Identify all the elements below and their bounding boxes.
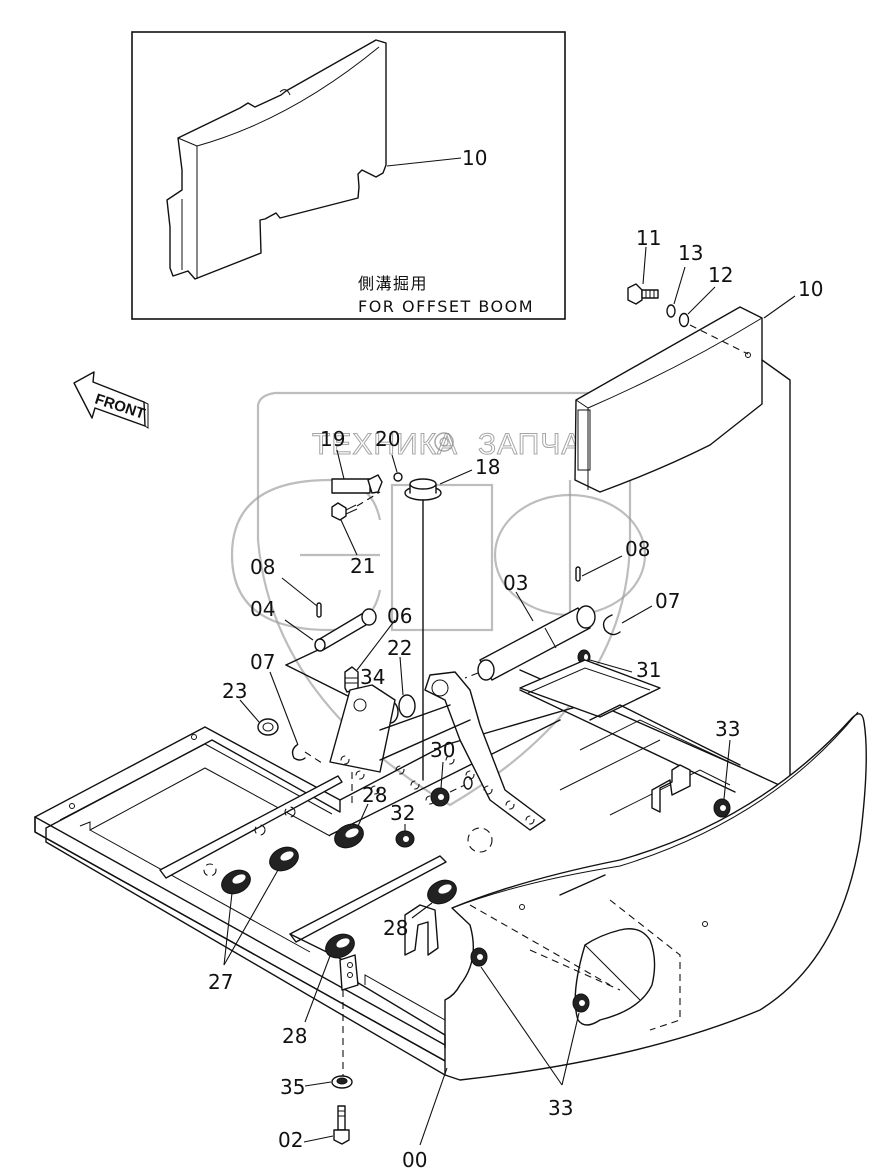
mount-27-b (269, 846, 299, 872)
callout-08-left: 08 (250, 555, 275, 579)
pin-03: 03 (464, 571, 596, 681)
nut-33-rear (572, 993, 590, 1013)
nut-32: 32 (390, 801, 415, 848)
callout-20: 20 (375, 427, 400, 451)
plate-19: 19 (320, 427, 383, 494)
callout-00: 00 (402, 1148, 427, 1172)
callout-10: 10 (798, 277, 823, 301)
callout-02: 02 (278, 1128, 303, 1152)
nut-33-left (470, 947, 488, 967)
callout-35: 35 (280, 1075, 305, 1099)
pin-04: 04 (250, 597, 377, 708)
callout-07-left: 07 (250, 650, 275, 674)
callout-28-c: 28 (282, 1024, 307, 1048)
callout-11: 11 (636, 226, 661, 250)
callout-04: 04 (250, 597, 275, 621)
nut-33-right: 33 (713, 717, 740, 818)
callout-06: 06 (387, 604, 412, 628)
plug-06: 06 (356, 604, 412, 671)
callout-32: 32 (390, 801, 415, 825)
callout-03: 03 (503, 571, 528, 595)
counterweight-part-10: 10 (574, 277, 823, 871)
frame-holes (203, 755, 535, 877)
upper-frame-part-00 (34, 659, 867, 1081)
mount-28-b: 28 (383, 879, 457, 940)
inset-frame (131, 31, 566, 320)
callout-21: 21 (350, 554, 375, 578)
callout-19: 19 (320, 427, 345, 451)
washer-22: 22 (387, 636, 416, 718)
pin-08-right: 08 (575, 537, 650, 582)
snap-ring-07-right: 07 (602, 589, 680, 636)
washer-20: 20 (375, 427, 403, 482)
callout-28-b: 28 (383, 916, 408, 940)
callout-31: 31 (636, 658, 661, 682)
callout-28-a: 28 (362, 783, 387, 807)
inset-offset-boom: 10 側溝掘用 FOR OFFSET BOOM (131, 31, 566, 320)
watermark-gear-icon (434, 432, 454, 452)
callout-18: 18 (475, 455, 500, 479)
callout-22: 22 (387, 636, 412, 660)
watermark-letter-p (390, 483, 494, 632)
washer-35: 35 (280, 1075, 353, 1099)
bushing-18: 18 (404, 455, 500, 781)
callout-07-right: 07 (655, 589, 680, 613)
watermark-text-left: ТЕХНИКА (312, 428, 458, 461)
mount-28-a: 28 (334, 783, 387, 849)
callout-30: 30 (430, 738, 455, 762)
callout-group-00: 00 (402, 1067, 448, 1172)
pin-08-left: 08 (250, 555, 322, 618)
callout-08-right: 08 (625, 537, 650, 561)
washer-12: 12 (678, 263, 733, 328)
mount-27-a (221, 869, 251, 895)
callout-27: 27 (208, 970, 233, 994)
inset-note-jp: 側溝掘用 (358, 274, 428, 293)
callout-group-33-bottom: 33 (480, 966, 580, 1120)
callout-group-27: 27 (208, 869, 279, 994)
snap-ring-07-left: 07 (250, 650, 326, 766)
washer-13: 13 (666, 241, 703, 318)
nut-30: 30 (430, 738, 473, 807)
callout-12: 12 (708, 263, 733, 287)
mount-28-c: 28 (282, 933, 355, 1048)
bolt-11: 11 (627, 226, 661, 305)
bolt-21: 21 (331, 491, 381, 578)
callout-23: 23 (222, 679, 247, 703)
callout-33-bottom: 33 (548, 1096, 573, 1120)
callout-33-right: 33 (715, 717, 740, 741)
inset-counterweight (166, 39, 387, 280)
front-direction-arrow: FRONT (73, 371, 149, 429)
washer-23: 23 (222, 679, 279, 736)
inset-note-en: FOR OFFSET BOOM (358, 297, 534, 316)
callout-13: 13 (678, 241, 703, 265)
bolt-02: 02 (278, 1105, 350, 1152)
callout-10-inset: 10 (462, 146, 487, 170)
